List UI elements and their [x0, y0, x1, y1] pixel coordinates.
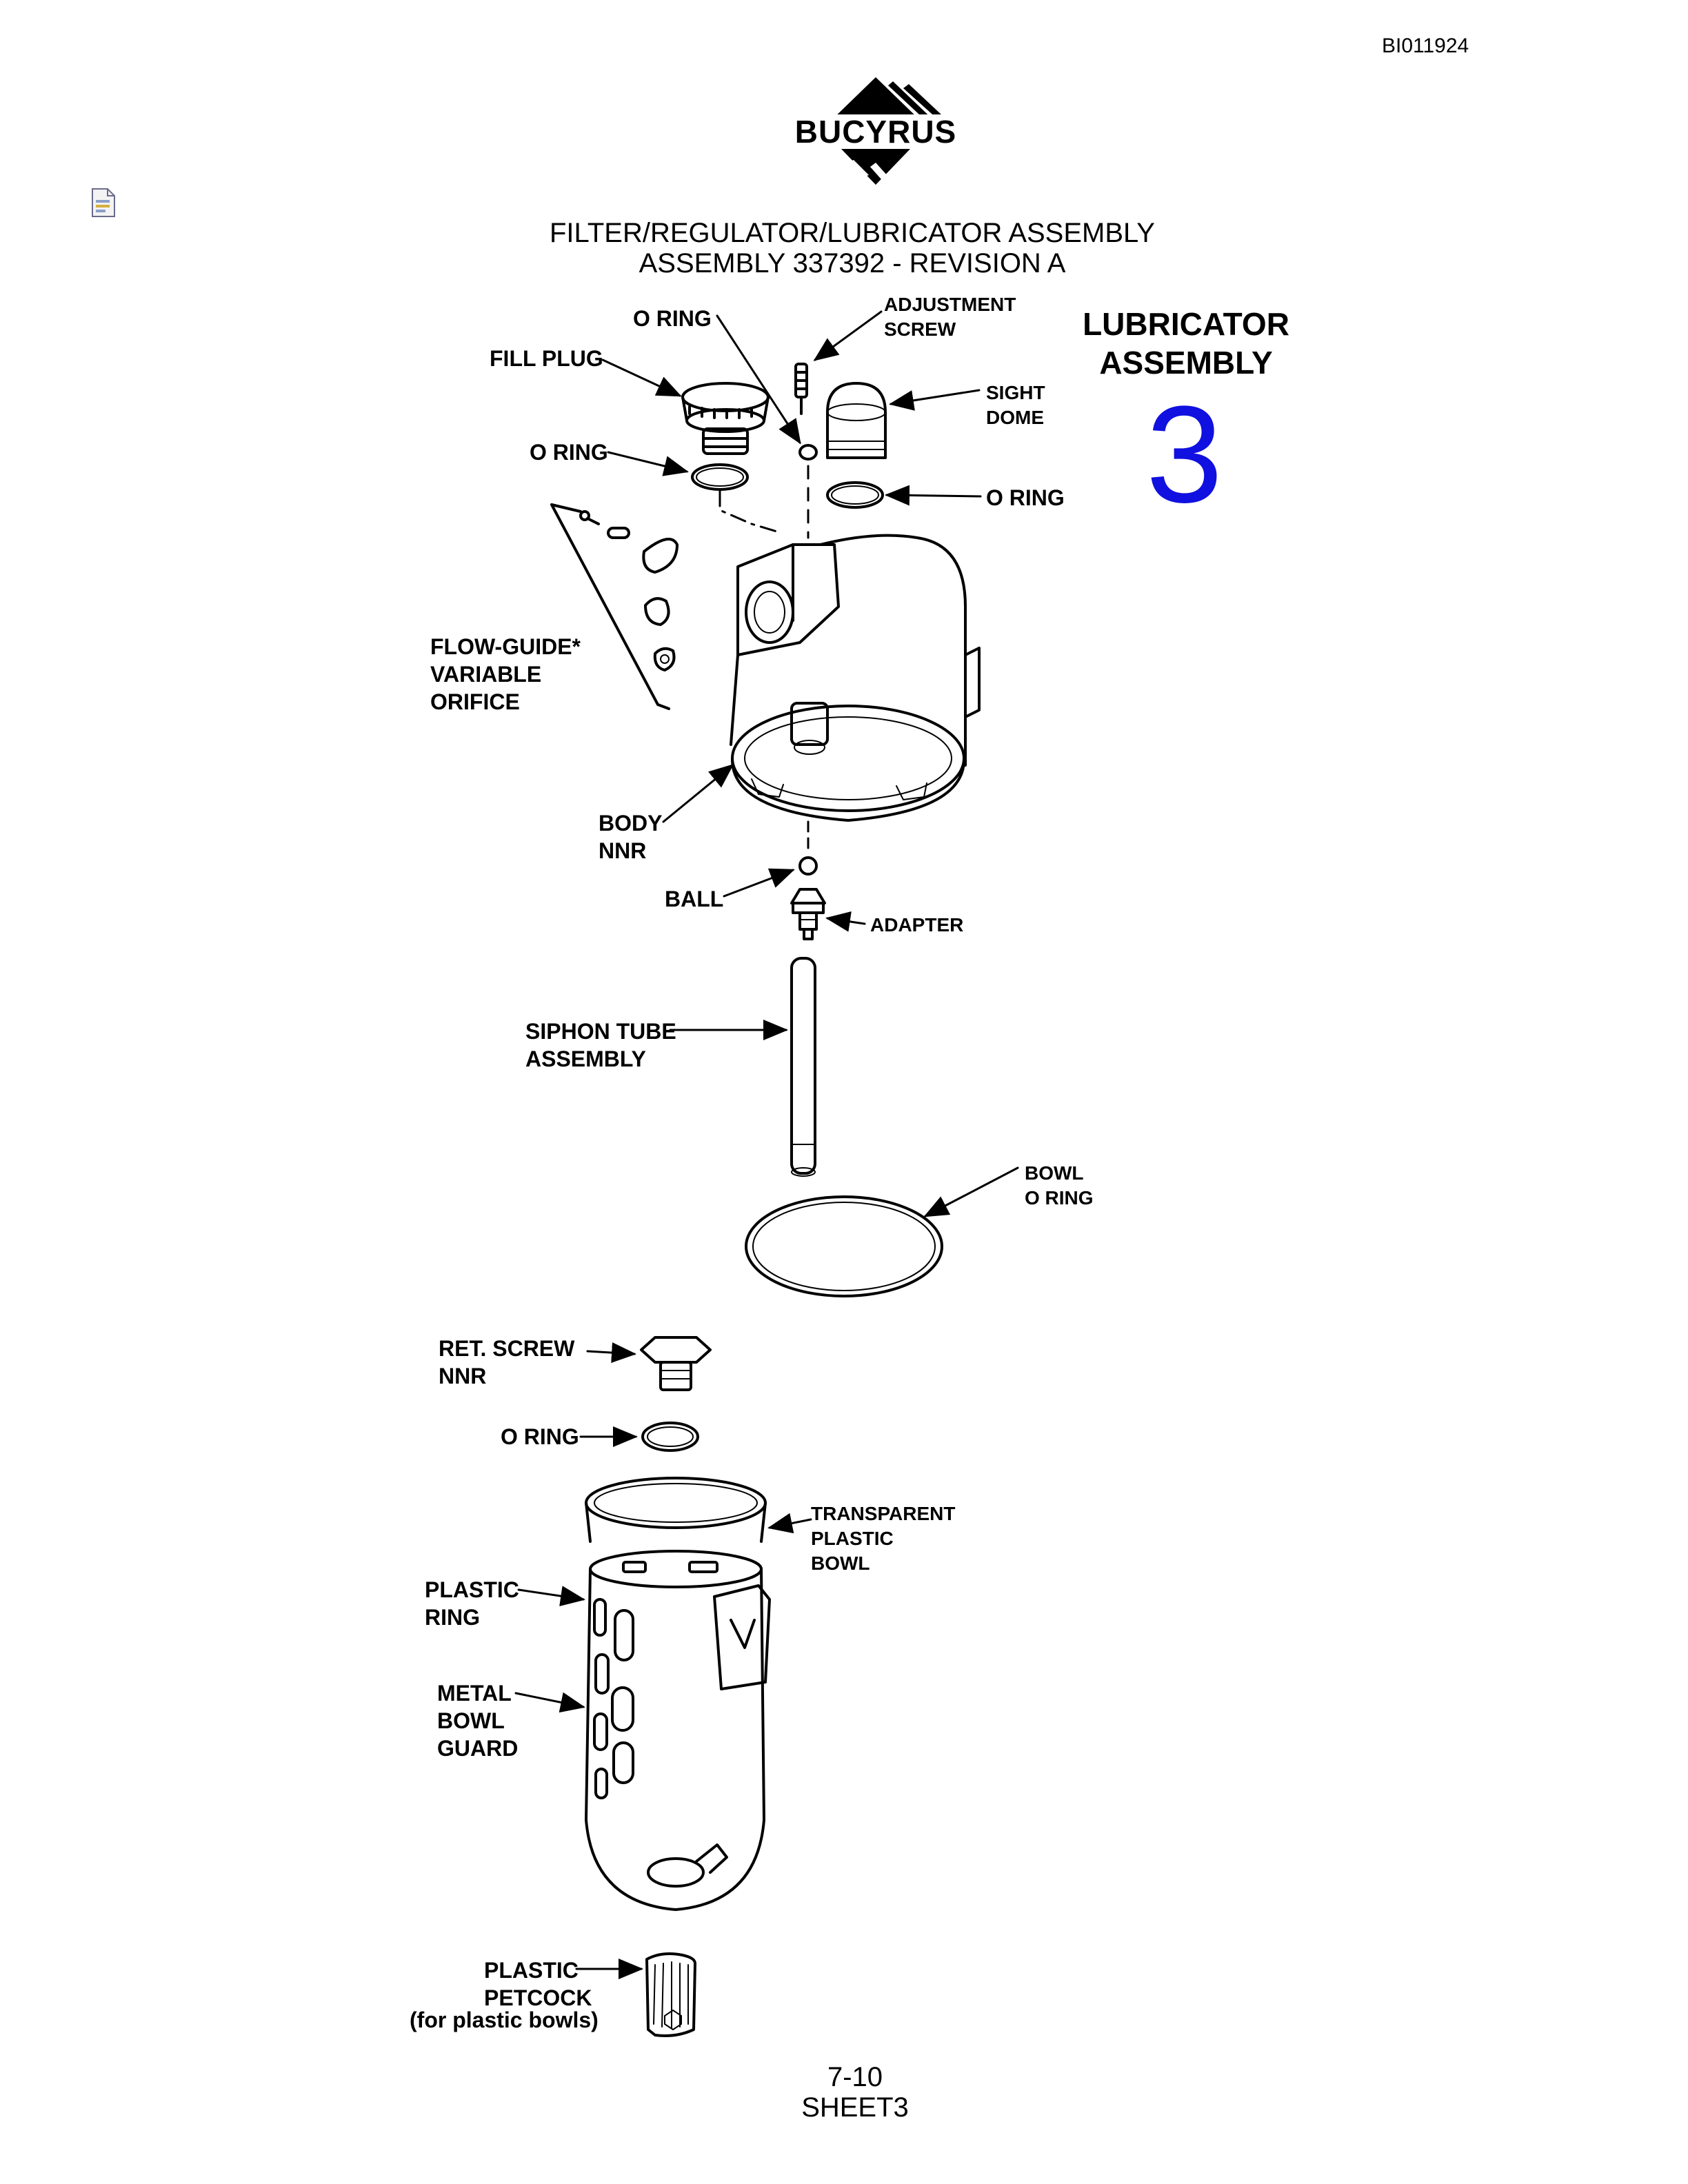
label-plastic-petcock: PLASTIC PETCOCK [484, 1958, 592, 2010]
fill-plug-part [681, 382, 770, 455]
label-bowl-o-ring: BOWL O RING [1025, 1162, 1094, 1209]
label-o-ring-left: O RING [530, 440, 608, 465]
label-siphon-tube: SIPHON TUBE ASSEMBLY [525, 1019, 676, 1071]
document-id: BI011924 [1382, 34, 1469, 57]
label-o-ring-right: O RING [986, 485, 1065, 510]
plastic-petcock-part [645, 1952, 696, 2037]
adjustment-screw-part [794, 363, 808, 415]
flow-guide-parts [579, 510, 679, 671]
section-title-line1: LUBRICATOR [1083, 306, 1289, 342]
sheet-label: SHEET3 [801, 2092, 909, 2123]
sight-dome-part [826, 382, 887, 459]
logo-text: BUCYRUS [781, 114, 971, 149]
siphon-tube-part [790, 957, 816, 1177]
label-petcock-note: (for plastic bowls) [410, 2008, 599, 2032]
bowl-o-ring-part [745, 1195, 943, 1297]
attachment-icon[interactable] [90, 188, 117, 218]
label-metal-bowl-guard: METAL BOWL GUARD [437, 1681, 519, 1761]
section-title-line2: ASSEMBLY [1099, 345, 1273, 381]
flow-guide-bracket [550, 503, 670, 710]
page-title-line1: FILTER/REGULATOR/LUBRICATOR ASSEMBLY [550, 218, 1155, 248]
label-flow-guide: FLOW-GUIDE* VARIABLE ORIFICE [430, 634, 581, 714]
ball-part [798, 856, 818, 876]
section-number: 3 [1146, 378, 1223, 532]
o-ring-lower-part [641, 1422, 699, 1452]
ret-screw-part [640, 1336, 712, 1391]
logo-mark-icon [829, 77, 953, 185]
label-transparent-bowl: TRANSPARENT PLASTIC BOWL [811, 1503, 956, 1574]
bucyrus-logo: BUCYRUS [772, 74, 979, 192]
lubricator-body-part [730, 534, 981, 822]
label-o-ring-top: O RING [633, 306, 712, 331]
label-ball: BALL [665, 887, 724, 911]
label-ret-screw: RET. SCREW NNR [439, 1336, 575, 1388]
label-o-ring-lower: O RING [501, 1424, 579, 1449]
page-number: 7-10 [827, 2062, 883, 2092]
label-sight-dome: SIGHT DOME [986, 382, 1045, 428]
adapter-part [790, 888, 826, 940]
label-adapter: ADAPTER [870, 914, 964, 936]
label-body: BODY NNR [599, 811, 663, 863]
label-plastic-ring: PLASTIC RING [425, 1577, 519, 1630]
label-adjustment-screw: ADJUSTMENT SCREW [884, 294, 1016, 340]
o-ring-left-part [691, 463, 749, 491]
metal-bowl-guard-part [585, 1550, 771, 1911]
o-ring-right-part [826, 481, 884, 509]
transparent-bowl-part [585, 1477, 767, 1543]
label-fill-plug: FILL PLUG [490, 346, 603, 371]
o-ring-small-part [798, 444, 818, 461]
page-title-line2: ASSEMBLY 337392 - REVISION A [639, 248, 1066, 279]
